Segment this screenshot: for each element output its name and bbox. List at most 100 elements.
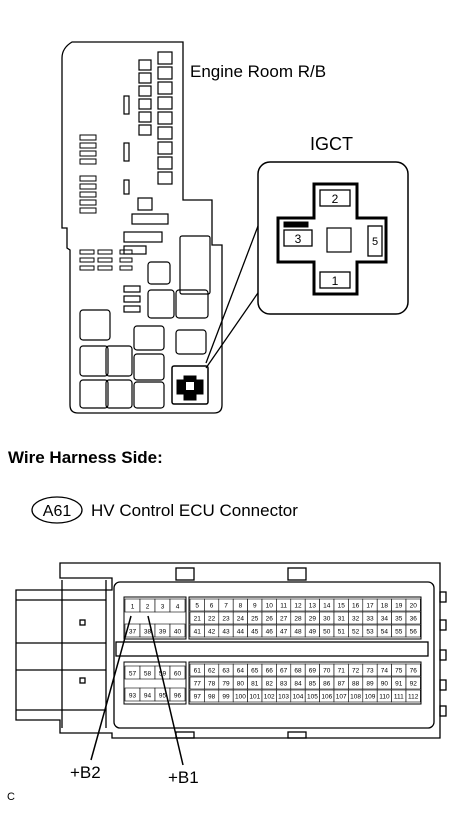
pin-number: 93	[129, 693, 137, 700]
pin-number: 49	[309, 629, 317, 636]
pin-number: 81	[251, 681, 259, 688]
pin-number: 12	[294, 603, 302, 610]
pin-number: 22	[208, 616, 216, 623]
igct-terminal-2: 2	[332, 192, 339, 206]
callout-plus-b2: +B2	[70, 763, 101, 782]
pin-cell	[405, 624, 421, 638]
pin-number: 57	[129, 671, 137, 678]
pin-number: 75	[395, 668, 403, 675]
engine-room-relay-block	[61, 41, 223, 414]
pin-number: 6	[210, 603, 214, 610]
pin-number: 72	[352, 668, 360, 675]
pin-cell	[405, 689, 421, 703]
pin-number: 33	[366, 616, 374, 623]
pin-number: 69	[309, 668, 317, 675]
pin-number: 76	[410, 668, 418, 675]
pin-number: 37	[129, 629, 137, 636]
pin-number: 80	[237, 681, 245, 688]
pin-cell	[169, 687, 186, 702]
pin-number: 32	[352, 616, 360, 623]
relay-block-title: Engine Room R/B	[190, 62, 326, 81]
pin-number: 2	[146, 604, 150, 611]
callout-plus-b1: +B1	[168, 768, 199, 787]
igct-terminal-5: 5	[372, 236, 378, 248]
pin-number: 59	[159, 671, 167, 678]
pin-number: 62	[208, 668, 216, 675]
pin-number: 105	[307, 694, 318, 701]
pin-number: 78	[208, 681, 216, 688]
pin-number: 101	[249, 694, 260, 701]
pin-number: 30	[323, 616, 331, 623]
pin-number: 23	[222, 616, 230, 623]
pin-cell	[169, 598, 186, 613]
corner-mark: C	[7, 791, 15, 803]
pin-number: 9	[253, 603, 257, 610]
pin-number: 15	[338, 603, 346, 610]
pin-number: 40	[174, 629, 182, 636]
pin-number: 28	[294, 616, 302, 623]
pin-number: 103	[278, 694, 289, 701]
pin-number: 20	[410, 603, 418, 610]
pin-number: 66	[266, 668, 274, 675]
pin-number: 63	[222, 668, 230, 675]
pin-number: 88	[352, 681, 360, 688]
pin-callout-lines	[90, 615, 184, 766]
igct-label: IGCT	[310, 134, 353, 154]
pin-number: 108	[350, 694, 361, 701]
pin-number: 4	[176, 604, 180, 611]
pin-number: 56	[410, 629, 418, 636]
pin-number: 65	[251, 668, 259, 675]
pin-number: 13	[309, 603, 317, 610]
pin-number: 95	[159, 693, 167, 700]
pin-number: 54	[381, 629, 389, 636]
pin-number: 53	[366, 629, 374, 636]
pin-grid-frames	[123, 596, 422, 705]
pin-number: 24	[237, 616, 245, 623]
pin-number: 46	[266, 629, 274, 636]
pin-number: 35	[395, 616, 403, 623]
pin-number: 97	[194, 694, 202, 701]
pin-number: 71	[338, 668, 346, 675]
pin-number: 10	[266, 603, 274, 610]
pin-number: 104	[293, 694, 304, 701]
pin-number: 31	[338, 616, 346, 623]
connector-name: HV Control ECU Connector	[91, 501, 298, 520]
pin-number: 84	[294, 681, 302, 688]
pin-number: 82	[266, 681, 274, 688]
pin-number: 43	[222, 629, 230, 636]
pin-number: 51	[338, 629, 346, 636]
pin-number: 16	[352, 603, 360, 610]
pin-number: 107	[336, 694, 347, 701]
pin-cell	[405, 611, 421, 625]
pin-number: 38	[144, 629, 152, 636]
pin-number: 25	[251, 616, 259, 623]
pin-number: 58	[144, 671, 152, 678]
pin-number: 42	[208, 629, 216, 636]
pin-number: 111	[394, 694, 404, 701]
pin-number: 64	[237, 668, 245, 675]
pin-cell	[405, 663, 421, 677]
pin-number: 18	[381, 603, 389, 610]
pin-number: 27	[280, 616, 288, 623]
pin-number: 8	[239, 603, 243, 610]
pin-number: 109	[365, 694, 376, 701]
pin-number: 102	[264, 694, 275, 701]
pin-number: 45	[251, 629, 259, 636]
igct-callout	[205, 161, 409, 369]
pin-number: 50	[323, 629, 331, 636]
pin-number: 74	[381, 668, 389, 675]
pin-number: 68	[294, 668, 302, 675]
ecu-connector-housing	[15, 562, 447, 739]
pin-number: 110	[379, 694, 390, 701]
pin-number: 47	[280, 629, 288, 636]
pin-number: 11	[280, 603, 287, 610]
pin-number: 29	[309, 616, 317, 623]
pin-number: 86	[323, 681, 331, 688]
pin-number: 36	[410, 616, 418, 623]
pin-number: 26	[266, 616, 274, 623]
pin-number: 52	[352, 629, 360, 636]
pin-number: 77	[194, 681, 202, 688]
pin-cell	[405, 598, 421, 612]
pin-number: 90	[381, 681, 389, 688]
